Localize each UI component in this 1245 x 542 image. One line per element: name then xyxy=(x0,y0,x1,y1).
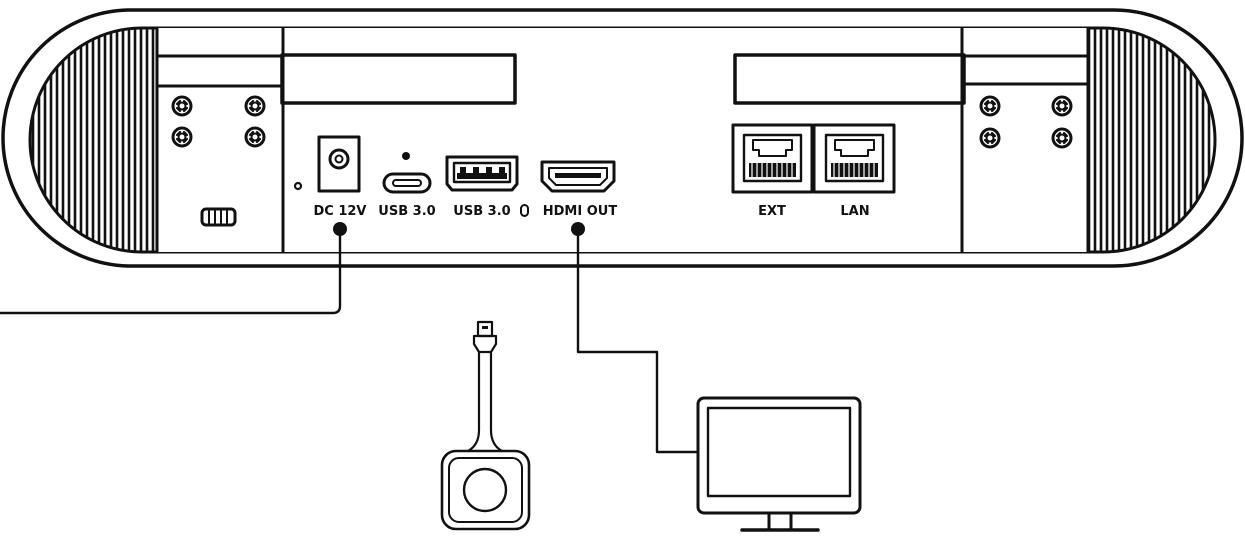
right-screws xyxy=(979,95,1073,149)
device-outer-shell xyxy=(1,8,1244,268)
screw-icon xyxy=(979,95,1001,117)
dc-power-port[interactable] xyxy=(317,135,361,193)
hdmi-port[interactable] xyxy=(540,160,616,193)
usb-dongle-button-icon xyxy=(440,320,531,531)
usb-a-port-label: USB 3.0 xyxy=(453,204,510,219)
usb-c-port-label: USB 3.0 xyxy=(378,204,435,219)
left-slot xyxy=(280,53,517,105)
usb-c-port[interactable] xyxy=(382,172,432,194)
lan-port-label: LAN xyxy=(840,204,869,219)
lan-port[interactable] xyxy=(812,123,896,194)
dc-port-label: DC 12V xyxy=(313,204,366,219)
power-cable xyxy=(0,222,347,315)
hdmi-port-label: HDMI OUT xyxy=(543,204,618,219)
screw-icon xyxy=(171,126,193,148)
screw-icon xyxy=(979,127,1001,149)
device-body xyxy=(1,8,1244,268)
status-led xyxy=(402,152,410,160)
usb-a-port[interactable] xyxy=(445,155,519,192)
screw-icon xyxy=(171,95,193,117)
ext-port-label: EXT xyxy=(758,204,786,219)
reset-pinhole[interactable] xyxy=(293,181,303,191)
screw-icon xyxy=(1051,95,1073,117)
screw-icon xyxy=(244,95,266,117)
indicator-light xyxy=(520,204,529,217)
lock-slot-icon xyxy=(200,207,237,227)
right-slot xyxy=(733,53,966,105)
screw-icon xyxy=(244,126,266,148)
screw-icon xyxy=(1051,127,1073,149)
monitor-icon xyxy=(696,396,862,532)
left-screws xyxy=(171,95,266,148)
ext-port[interactable] xyxy=(731,123,814,194)
hdmi-cable xyxy=(571,222,700,454)
